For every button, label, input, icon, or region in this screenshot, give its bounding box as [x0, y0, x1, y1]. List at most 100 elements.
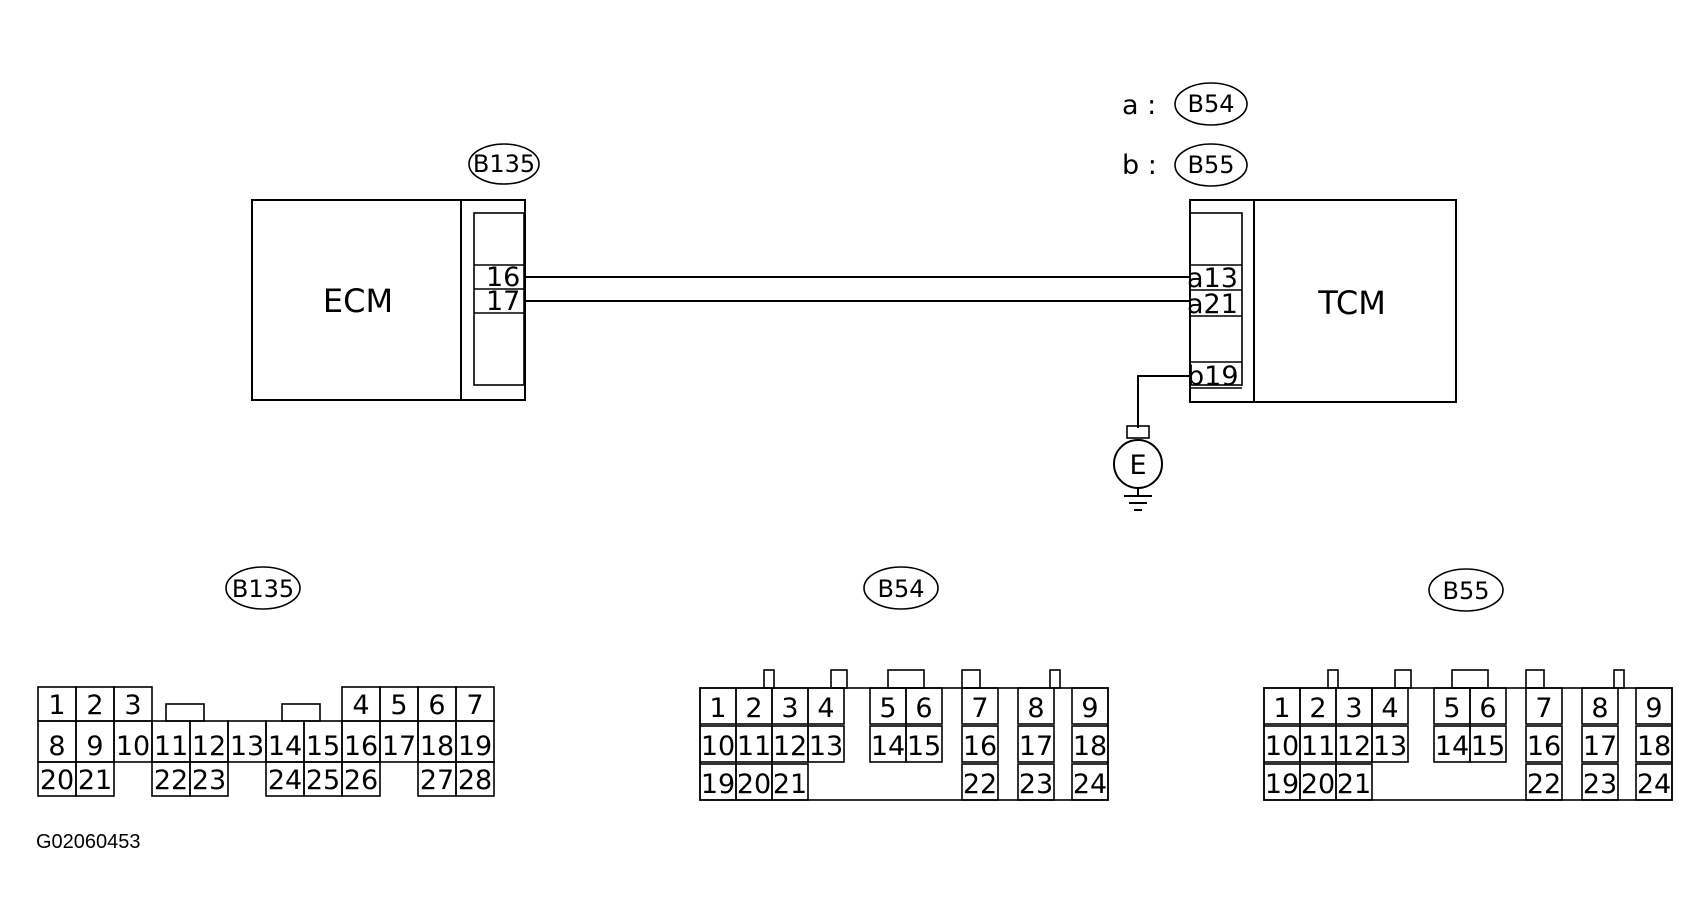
- pin-b55-11-label: 11: [1301, 731, 1335, 762]
- pin-b55-8-label: 8: [1591, 693, 1608, 724]
- pin-b54-3: 3: [771, 687, 809, 725]
- pin-b55-2: 2: [1299, 687, 1337, 725]
- pin-b54-23: 23: [1017, 763, 1055, 801]
- pin-b54-20-label: 20: [737, 769, 771, 800]
- pin-b54-20: 20: [735, 763, 773, 801]
- pin-b55-3-label: 3: [1345, 693, 1362, 724]
- connector-face-tags: B135 B54 B55: [225, 566, 1504, 612]
- pin-b54-18-label: 18: [1073, 731, 1107, 762]
- pin-b55-10-label: 10: [1265, 731, 1299, 762]
- pin-b54-13: 13: [807, 725, 845, 763]
- ecm-connector-tag-text: B135: [473, 150, 535, 178]
- pin-b55-19: 19: [1263, 763, 1301, 801]
- pin-b135-27-label: 27: [420, 765, 454, 796]
- pin-b55-18: 18: [1635, 725, 1673, 763]
- pin-b55-6-label: 6: [1479, 693, 1496, 724]
- pin-b135-24: 24: [265, 761, 305, 797]
- b55-tab-1: [1327, 669, 1339, 689]
- harness-wires: [524, 276, 1190, 428]
- pin-b135-8-label: 8: [48, 731, 65, 762]
- pin-b55-22: 22: [1525, 763, 1563, 801]
- pin-b54-17-label: 17: [1019, 731, 1053, 762]
- pin-b54-12-label: 12: [773, 731, 807, 762]
- pin-b54-9: 9: [1071, 687, 1109, 725]
- pin-b55-5: 5: [1433, 687, 1471, 725]
- pin-b135-18-label: 18: [420, 731, 454, 762]
- pin-b135-13-label: 13: [230, 731, 264, 762]
- face-tag-b54: B54: [877, 575, 924, 603]
- tag-a-text: B54: [1187, 90, 1234, 118]
- pin-b55-20-label: 20: [1301, 769, 1335, 800]
- pin-b54-14-label: 14: [871, 731, 905, 762]
- pin-b55-21-label: 21: [1337, 769, 1371, 800]
- pin-b135-9: 9: [75, 720, 115, 763]
- pin-b135-25: 25: [303, 761, 343, 797]
- pin-b135-6-label: 6: [428, 690, 445, 721]
- ecm-unit: ECM 16 17: [251, 199, 526, 401]
- pin-b135-10-label: 10: [116, 731, 150, 762]
- pin-b55-9: 9: [1635, 687, 1673, 725]
- pin-b55-2-label: 2: [1309, 693, 1326, 724]
- pin-b54-24: 24: [1071, 763, 1109, 801]
- pin-b55-14-label: 14: [1435, 731, 1469, 762]
- pin-b135-18: 18: [417, 720, 457, 763]
- pin-b135-11: 11: [151, 720, 191, 763]
- pin-b135-1: 1: [37, 686, 77, 722]
- pin-b135-19-label: 19: [458, 731, 492, 762]
- pin-b54-21: 21: [771, 763, 809, 801]
- pin-b54-19-label: 19: [701, 769, 735, 800]
- pin-b135-25-label: 25: [306, 765, 340, 796]
- pin-b54-6: 6: [905, 687, 943, 725]
- pin-b55-22-label: 22: [1527, 769, 1561, 800]
- pin-b54-14: 14: [869, 725, 907, 763]
- pin-b55-13-label: 13: [1373, 731, 1407, 762]
- tcm-pin-a13: a13: [1187, 263, 1238, 294]
- pin-b54-24-label: 24: [1073, 769, 1107, 800]
- tcm-label: TCM: [1317, 284, 1386, 322]
- pin-b54-22-label: 22: [963, 769, 997, 800]
- pin-b54-8: 8: [1017, 687, 1055, 725]
- pin-b55-24-label: 24: [1637, 769, 1671, 800]
- pin-b55-17: 17: [1581, 725, 1619, 763]
- pin-b55-21: 21: [1335, 763, 1373, 801]
- b55-tab-4: [1525, 669, 1545, 689]
- pin-b54-23-label: 23: [1019, 769, 1053, 800]
- pin-b135-16: 16: [341, 720, 381, 763]
- pin-b54-21-label: 21: [773, 769, 807, 800]
- pin-b55-12: 12: [1335, 725, 1373, 763]
- ground-label: E: [1129, 450, 1146, 481]
- pin-b54-16: 16: [961, 725, 999, 763]
- pin-b54-10: 10: [699, 725, 737, 763]
- tcm-pin-b19: b19: [1187, 361, 1239, 392]
- pin-b135-23: 23: [189, 761, 229, 797]
- pin-b135-12: 12: [189, 720, 229, 763]
- pin-b135-23-label: 23: [192, 765, 226, 796]
- pin-b135-11-label: 11: [154, 731, 188, 762]
- pin-b135-26: 26: [341, 761, 381, 797]
- pin-b54-11: 11: [735, 725, 773, 763]
- pin-b135-7: 7: [455, 686, 495, 722]
- b54-tab-5: [1049, 669, 1061, 689]
- b54-tab-4: [961, 669, 981, 689]
- pin-b55-24: 24: [1635, 763, 1673, 801]
- pin-b135-21-label: 21: [78, 765, 112, 796]
- pin-b55-11: 11: [1299, 725, 1337, 763]
- pin-b54-8-label: 8: [1027, 693, 1044, 724]
- pin-b54-17: 17: [1017, 725, 1055, 763]
- pin-b54-13-label: 13: [809, 731, 843, 762]
- pin-b54-9-label: 9: [1081, 693, 1098, 724]
- pin-b135-10: 10: [113, 720, 153, 763]
- pin-b55-7-label: 7: [1535, 693, 1552, 724]
- pin-b54-7: 7: [961, 687, 999, 725]
- pin-b135-4-label: 4: [352, 690, 369, 721]
- pin-b55-1-label: 1: [1273, 693, 1290, 724]
- tcm-connector-tags: a : B54 b : B55: [1122, 82, 1248, 187]
- tag-a-prefix: a :: [1122, 90, 1156, 121]
- b55-tab-5: [1613, 669, 1625, 689]
- pin-b135-14: 14: [265, 720, 305, 763]
- pin-b54-6-label: 6: [915, 693, 932, 724]
